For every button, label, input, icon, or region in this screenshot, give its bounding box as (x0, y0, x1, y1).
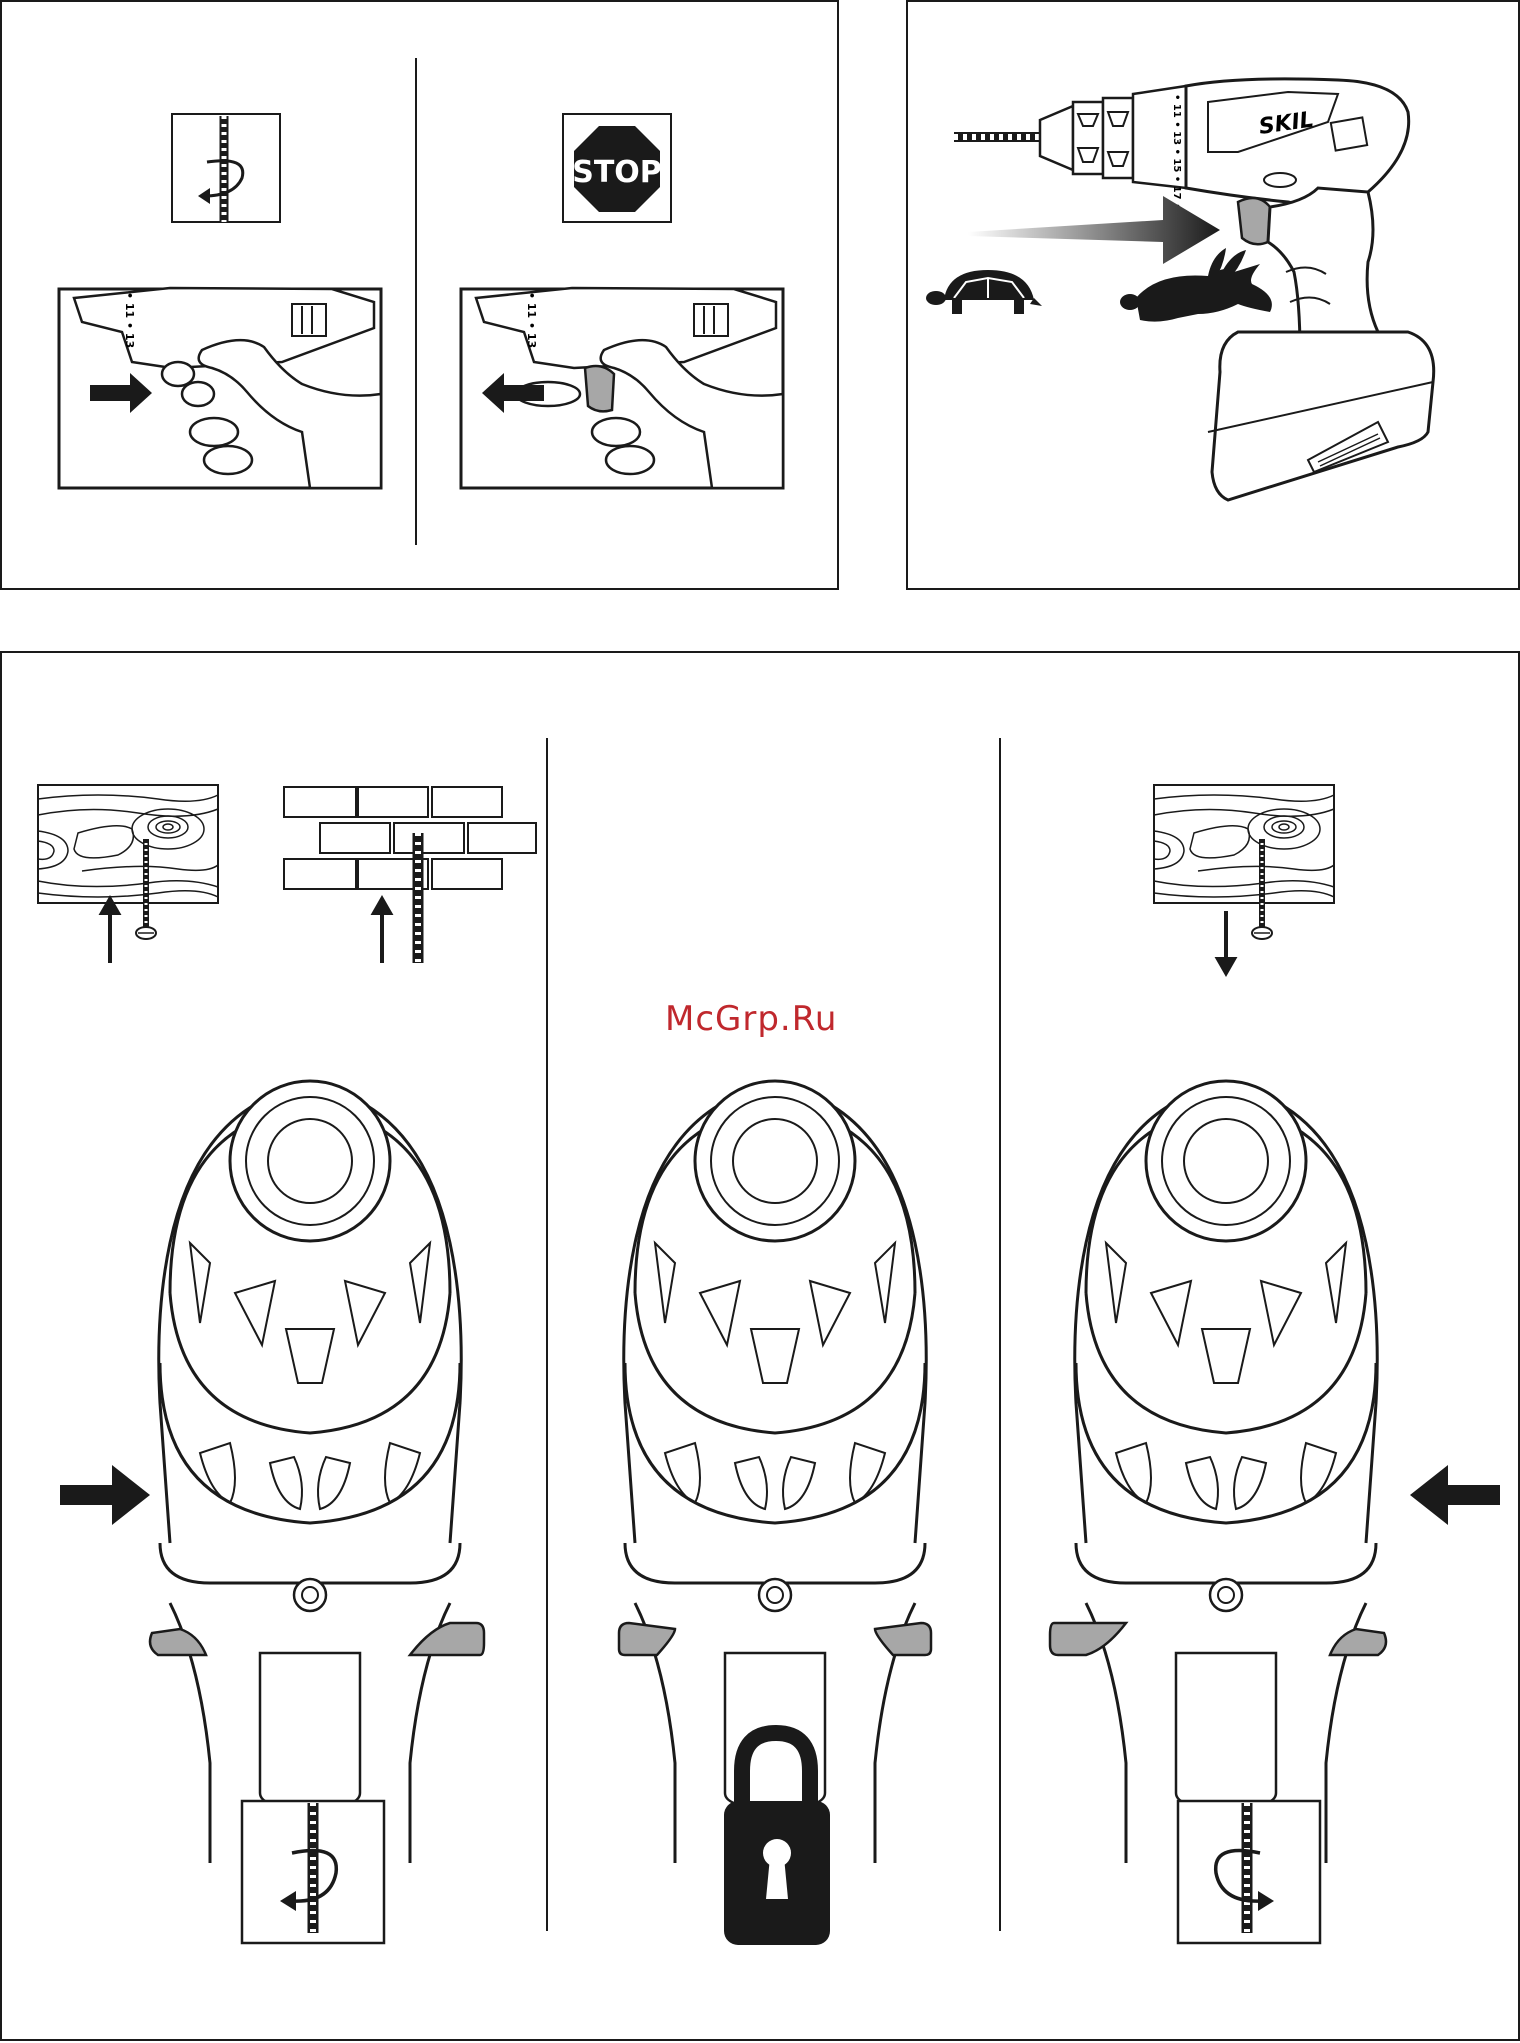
reverse-rotation-column (1031, 785, 1500, 1943)
drill-top-view-reverse (1031, 1081, 1386, 1863)
panel-rotation-direction (0, 651, 1520, 2041)
panel-variable-speed: • 11 • 13 • 15 • 17 • SKIL (906, 0, 1520, 590)
stop-sign-icon: STOP (563, 114, 671, 222)
push-arrow-right-icon (60, 1465, 150, 1525)
drill-bit-rotation-forward-icon (172, 114, 280, 222)
brick-drilling-illustration (284, 785, 536, 963)
svg-text:• 11 • 13: • 11 • 13 (123, 292, 136, 348)
drill-bit-rotation-forward-icon (242, 1801, 384, 1943)
hand-pressing-trigger-illustration: • 11 • 13 (59, 288, 381, 488)
svg-text:STOP: STOP (572, 155, 662, 190)
panel-trigger-operation: STOP • 11 • 13 • 11 • 13 (0, 0, 839, 590)
svg-text:• 11 • 13: • 11 • 13 (525, 292, 538, 348)
svg-text:• 11 • 13 • 15 • 17 •: • 11 • 13 • 15 • 17 • (1171, 94, 1182, 209)
rabbit-icon (1120, 248, 1272, 322)
wood-screw-in-illustration (38, 785, 218, 963)
push-arrow-left-icon (1410, 1465, 1500, 1525)
hand-releasing-trigger-illustration: • 11 • 13 (461, 288, 783, 488)
lock-column (580, 1081, 931, 1945)
drill-top-view-forward (115, 1081, 484, 1863)
wood-screw-out-illustration (1154, 785, 1334, 973)
forward-rotation-column (38, 785, 536, 1943)
drill-bit-rotation-reverse-icon (1178, 1801, 1320, 1943)
watermark-text: McGrp.Ru (665, 999, 837, 1039)
turtle-icon (926, 270, 1042, 314)
